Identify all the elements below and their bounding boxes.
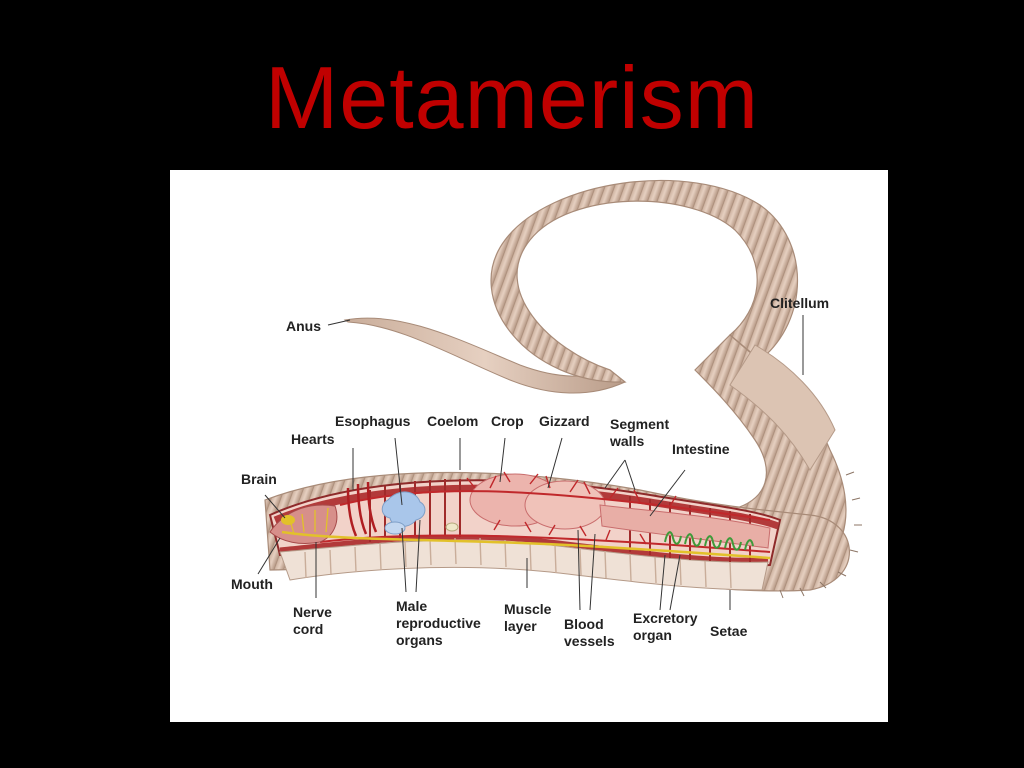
label-setae: Setae <box>710 623 748 639</box>
gizzard <box>524 480 606 530</box>
label-gizzard: Gizzard <box>539 413 590 429</box>
hearts <box>346 481 378 537</box>
earthworm-illustration <box>257 179 862 611</box>
label-hearts: Hearts <box>291 431 335 447</box>
seminal-vesicle <box>384 521 406 535</box>
excretory-organs <box>664 531 754 551</box>
label-mouth: Mouth <box>231 576 273 592</box>
label-male-reproductive-organs: Male reproductive organs <box>396 598 481 648</box>
label-coelom: Coelom <box>427 413 479 429</box>
muscle-layer-wall-lower <box>279 534 769 563</box>
small-organ <box>445 522 459 532</box>
male-reproductive-organs <box>381 491 426 527</box>
intestine <box>599 504 771 549</box>
label-nerve-cord: Nerve cord <box>293 604 332 637</box>
worm-tail <box>343 317 626 394</box>
dorsal-blood-vessel <box>339 490 771 521</box>
setae <box>779 471 862 599</box>
nerve-branches <box>289 507 329 535</box>
label-intestine: Intestine <box>672 441 730 457</box>
label-segment-walls: Segment walls <box>610 416 670 449</box>
label-esophagus: Esophagus <box>335 413 411 429</box>
label-clitellum: Clitellum <box>770 295 830 311</box>
earthworm-diagram: Anus Clitellum Esophagus Coelom Crop Giz… <box>170 170 888 722</box>
blood-vessels <box>466 471 677 545</box>
label-crop: Crop <box>491 413 524 429</box>
label-brain: Brain <box>241 471 277 487</box>
label-excretory-organ: Excretory organ <box>633 610 698 643</box>
label-anus: Anus <box>286 318 321 334</box>
lower-segment-lines <box>304 537 732 589</box>
slide-title: Metamerism <box>264 48 760 147</box>
clitellum-band <box>729 344 836 471</box>
leader-lines <box>257 315 804 611</box>
label-blood-vessels: Blood vessels <box>564 616 615 649</box>
nerve-cord <box>281 530 771 560</box>
label-muscle-layer: Muscle layer <box>504 601 552 634</box>
worm-loop <box>490 179 798 383</box>
